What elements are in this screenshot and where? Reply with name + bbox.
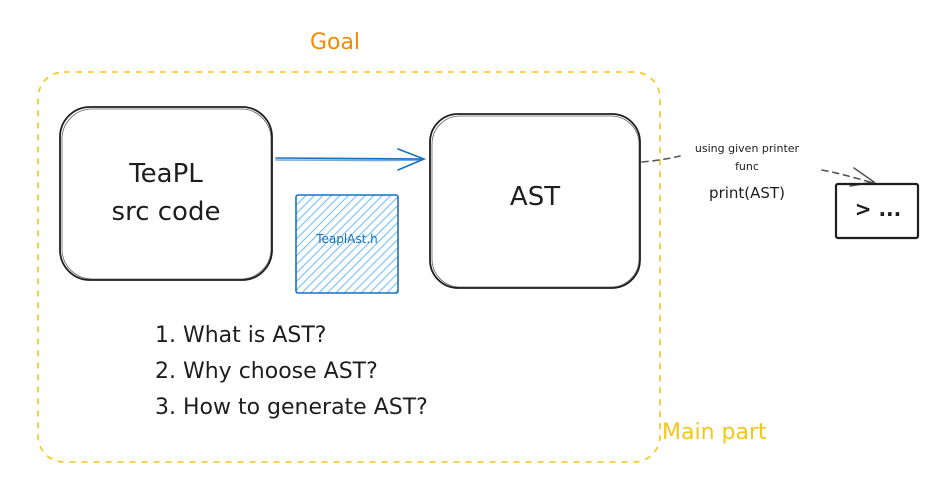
question-item: 2. Why choose AST? [155,359,378,384]
question-item: 1. What is AST? [155,323,327,348]
goal-title: Goal [309,30,361,55]
ast-box-sketch [431,115,640,288]
ast-box [429,113,641,289]
questions-list: 1. What is AST? 2. Why choose AST? 3. Ho… [155,318,428,426]
source-to-ast-arrow [275,148,427,171]
printer-note-line1: using given printer [694,142,800,155]
source-code-box [59,106,273,281]
terminal-prompt: > ... [854,197,902,221]
terminal-box [834,182,920,240]
header-file-label: TeaplAst.h [316,232,378,246]
main-part-label: Main part [662,420,767,445]
source-code-label-line1: TeaPL [129,159,203,189]
ast-label: AST [509,182,561,212]
printer-note-line2: func [735,160,759,173]
question-item: 3. How to generate AST? [155,395,428,420]
source-code-label-line2: src code [111,197,221,227]
header-file-box [295,194,399,294]
printer-note-call: print(AST) [709,184,785,202]
goal-frame [37,71,661,463]
source-code-label: TeaPL src code [60,155,272,231]
source-code-box-sketch [61,108,272,280]
